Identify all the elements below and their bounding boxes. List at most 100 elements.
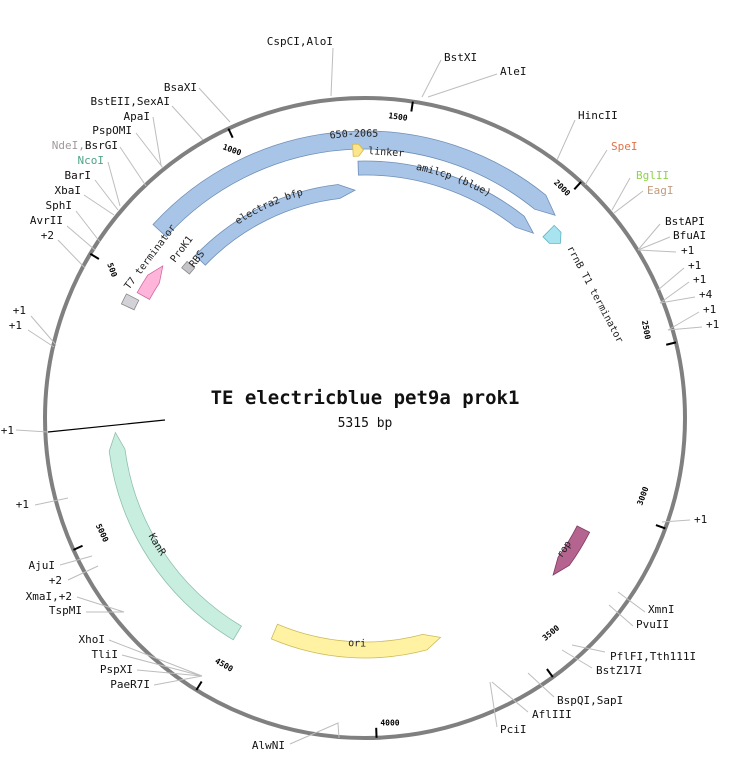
feature-electra2-bfp[interactable] — [194, 184, 356, 266]
feature-rbs[interactable] — [181, 260, 196, 275]
site-bstxi[interactable]: BstXI — [444, 51, 477, 64]
tick-2000 — [573, 181, 582, 190]
site-cspci-aloi-leader — [330, 47, 334, 97]
site-pcii[interactable]: PciI — [500, 723, 527, 736]
site-pvuii-leader — [608, 604, 634, 627]
site-spei[interactable]: SpeI — [611, 140, 638, 153]
site-ndei-bsrgi-text: NdeI, — [52, 139, 85, 152]
site-xmai-2[interactable]: XmaI,+2 — [26, 590, 72, 603]
site-sphi-text: SphI — [46, 199, 73, 212]
site-xbai-leader — [83, 194, 115, 216]
feature-linker[interactable] — [352, 143, 364, 157]
site-alwni[interactable]: AlwNI — [252, 739, 285, 752]
site-xhoi[interactable]: XhoI — [79, 633, 106, 646]
site-bari[interactable]: BarI — [65, 169, 92, 182]
site-bstapi[interactable]: BstAPI — [665, 215, 705, 228]
feature-rop[interactable] — [552, 525, 591, 576]
site-ndei-bsrgi[interactable]: NdeI,BsrGI — [52, 139, 118, 152]
site-bstxi-leader — [421, 59, 442, 98]
site-paer7i[interactable]: PaeR7I — [110, 678, 150, 691]
site-1-leader — [659, 281, 690, 304]
site-bspqi-sapi-leader — [527, 672, 555, 698]
site-pflfi-tth111i-leader — [571, 644, 606, 653]
site-bsteii-sexai[interactable]: BstEII,SexAI — [91, 95, 170, 108]
site-bfuai[interactable]: BfuAI — [673, 229, 706, 242]
site-xmni[interactable]: XmnI — [648, 603, 675, 616]
site-1[interactable]: +1 — [1, 424, 14, 437]
site-1-leader — [667, 311, 700, 331]
site-2-text: +2 — [41, 229, 54, 242]
site-tlii-leader — [121, 654, 203, 677]
site-bspqi-sapi[interactable]: BspQI,SapI — [557, 694, 623, 707]
tick-label: 500 — [105, 262, 118, 279]
feature-t7-terminator[interactable] — [120, 293, 140, 311]
site-eagi[interactable]: EagI — [647, 184, 674, 197]
feature-amilcp-blue[interactable] — [357, 160, 535, 234]
site-cspci-aloi[interactable]: CspCI,AloI — [267, 35, 333, 48]
site-2[interactable]: +2 — [49, 574, 62, 587]
feature-ori[interactable] — [270, 623, 442, 659]
tick-1000 — [227, 128, 234, 139]
site-pspomi[interactable]: PspOMI — [92, 124, 132, 137]
site-xbai[interactable]: XbaI — [55, 184, 82, 197]
tick-3500 — [546, 668, 554, 678]
feature-650-2065[interactable] — [152, 130, 556, 238]
site-xmai-2-text: XmaI,+2 — [26, 590, 72, 603]
site-bglii[interactable]: BglII — [636, 169, 669, 182]
site-bstapi-text: BstAPI — [665, 215, 705, 228]
site-hincii-leader — [556, 119, 576, 161]
site-1-text: +1 — [693, 273, 706, 286]
site-1[interactable]: +1 — [16, 498, 29, 511]
site-xmai-2-leader — [76, 596, 125, 613]
site-1[interactable]: +1 — [688, 259, 701, 272]
site-1-text: +1 — [688, 259, 701, 272]
site-bstapi-leader — [637, 223, 661, 251]
site-bstxi-text: BstXI — [444, 51, 477, 64]
site-bfuai-leader — [637, 236, 671, 251]
site-4-text: +4 — [699, 288, 713, 301]
site-avrii[interactable]: AvrII — [30, 214, 63, 227]
site-1-text: +1 — [16, 498, 29, 511]
tick-label: 3000 — [635, 485, 650, 506]
site-ajui[interactable]: AjuI — [29, 559, 56, 572]
site-paer7i-leader — [153, 675, 203, 686]
site-1-leader — [661, 519, 691, 523]
site-1-text: +1 — [9, 319, 22, 332]
site-1[interactable]: +1 — [703, 303, 716, 316]
site-tspmi[interactable]: TspMI — [49, 604, 82, 617]
site-hincii-text: HincII — [578, 109, 618, 122]
site-1[interactable]: +1 — [681, 244, 694, 257]
site-sphi[interactable]: SphI — [46, 199, 73, 212]
site-4[interactable]: +4 — [699, 288, 713, 301]
tick-label: 3500 — [541, 623, 562, 642]
site-pspomi-text: PspOMI — [92, 124, 132, 137]
site-pflfi-tth111i[interactable]: PflFI,Tth111I — [610, 650, 696, 663]
feature-prok1[interactable] — [136, 265, 164, 300]
site-apai[interactable]: ApaI — [124, 110, 151, 123]
site-1[interactable]: +1 — [13, 304, 26, 317]
tick-label: 2500 — [640, 320, 652, 341]
site-pspxi[interactable]: PspXI — [100, 663, 133, 676]
site-ncoi[interactable]: NcoI — [78, 154, 105, 167]
site-1[interactable]: +1 — [694, 513, 707, 526]
feature-kanr[interactable] — [108, 431, 242, 641]
site-1[interactable]: +1 — [9, 319, 22, 332]
site-alei[interactable]: AleI — [500, 65, 527, 78]
site-2[interactable]: +2 — [41, 229, 54, 242]
site-avrii-leader — [66, 225, 96, 251]
feature-rrnb-t1-terminator[interactable] — [542, 224, 562, 244]
site-ajui-text: AjuI — [29, 559, 56, 572]
site-pvuii[interactable]: PvuII — [636, 618, 669, 631]
site-eagi-text: EagI — [647, 184, 674, 197]
site-1-leader — [30, 315, 57, 346]
site-bsaxi[interactable]: BsaXI — [164, 81, 197, 94]
plasmid-length: 5315 bp — [338, 416, 393, 431]
site-tlii[interactable]: TliI — [92, 648, 119, 661]
site-hincii[interactable]: HincII — [578, 109, 618, 122]
site-1[interactable]: +1 — [693, 273, 706, 286]
site-1[interactable]: +1 — [706, 318, 719, 331]
site-bstz17i[interactable]: BstZ17I — [596, 664, 642, 677]
site-xmni-text: XmnI — [648, 603, 675, 616]
site-afliii[interactable]: AflIII — [532, 708, 572, 721]
